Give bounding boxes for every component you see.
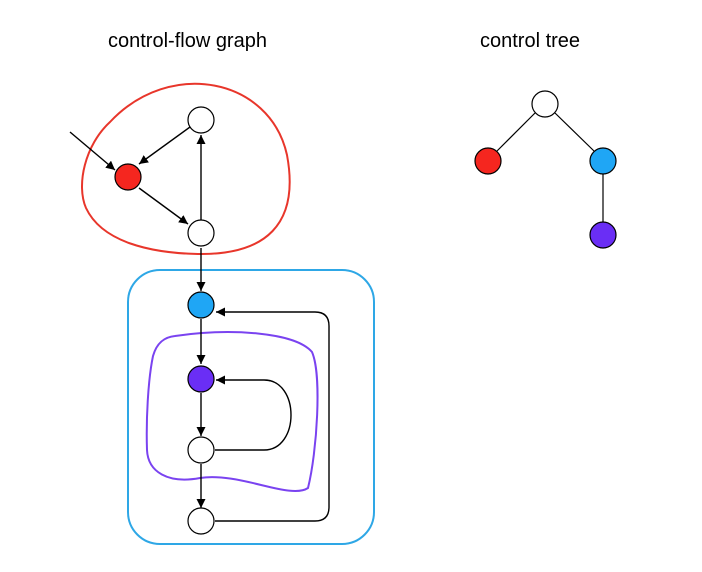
tree-edge-root-blue bbox=[554, 112, 595, 152]
purple-region-outline bbox=[145, 331, 319, 493]
cfg-node-purple bbox=[187, 365, 215, 393]
outer-back-edge bbox=[215, 307, 330, 522]
tree-node-red bbox=[474, 147, 502, 175]
blue-region-outline bbox=[127, 269, 375, 545]
edge-top-to-red bbox=[138, 126, 191, 165]
cfg-node-red bbox=[114, 163, 142, 191]
cfg-node-top bbox=[187, 106, 215, 134]
tree-node-root bbox=[531, 90, 559, 118]
entry-edge bbox=[69, 131, 116, 171]
red-region-outline bbox=[80, 82, 291, 256]
tree-node-blue bbox=[589, 147, 617, 175]
cfg-node-blue bbox=[187, 291, 215, 319]
cfg-node-inner bbox=[187, 436, 215, 464]
control-flow-graph-title: control-flow graph bbox=[108, 30, 267, 52]
tree-node-purple bbox=[589, 221, 617, 249]
cfg-node-loop-bottom bbox=[187, 219, 215, 247]
tree-edge-root-red bbox=[496, 112, 536, 152]
cfg-node-exit bbox=[187, 507, 215, 535]
control-tree-title: control tree bbox=[480, 30, 581, 52]
edge-red-to-bottom bbox=[138, 187, 189, 225]
inner-back-edge bbox=[215, 375, 292, 451]
